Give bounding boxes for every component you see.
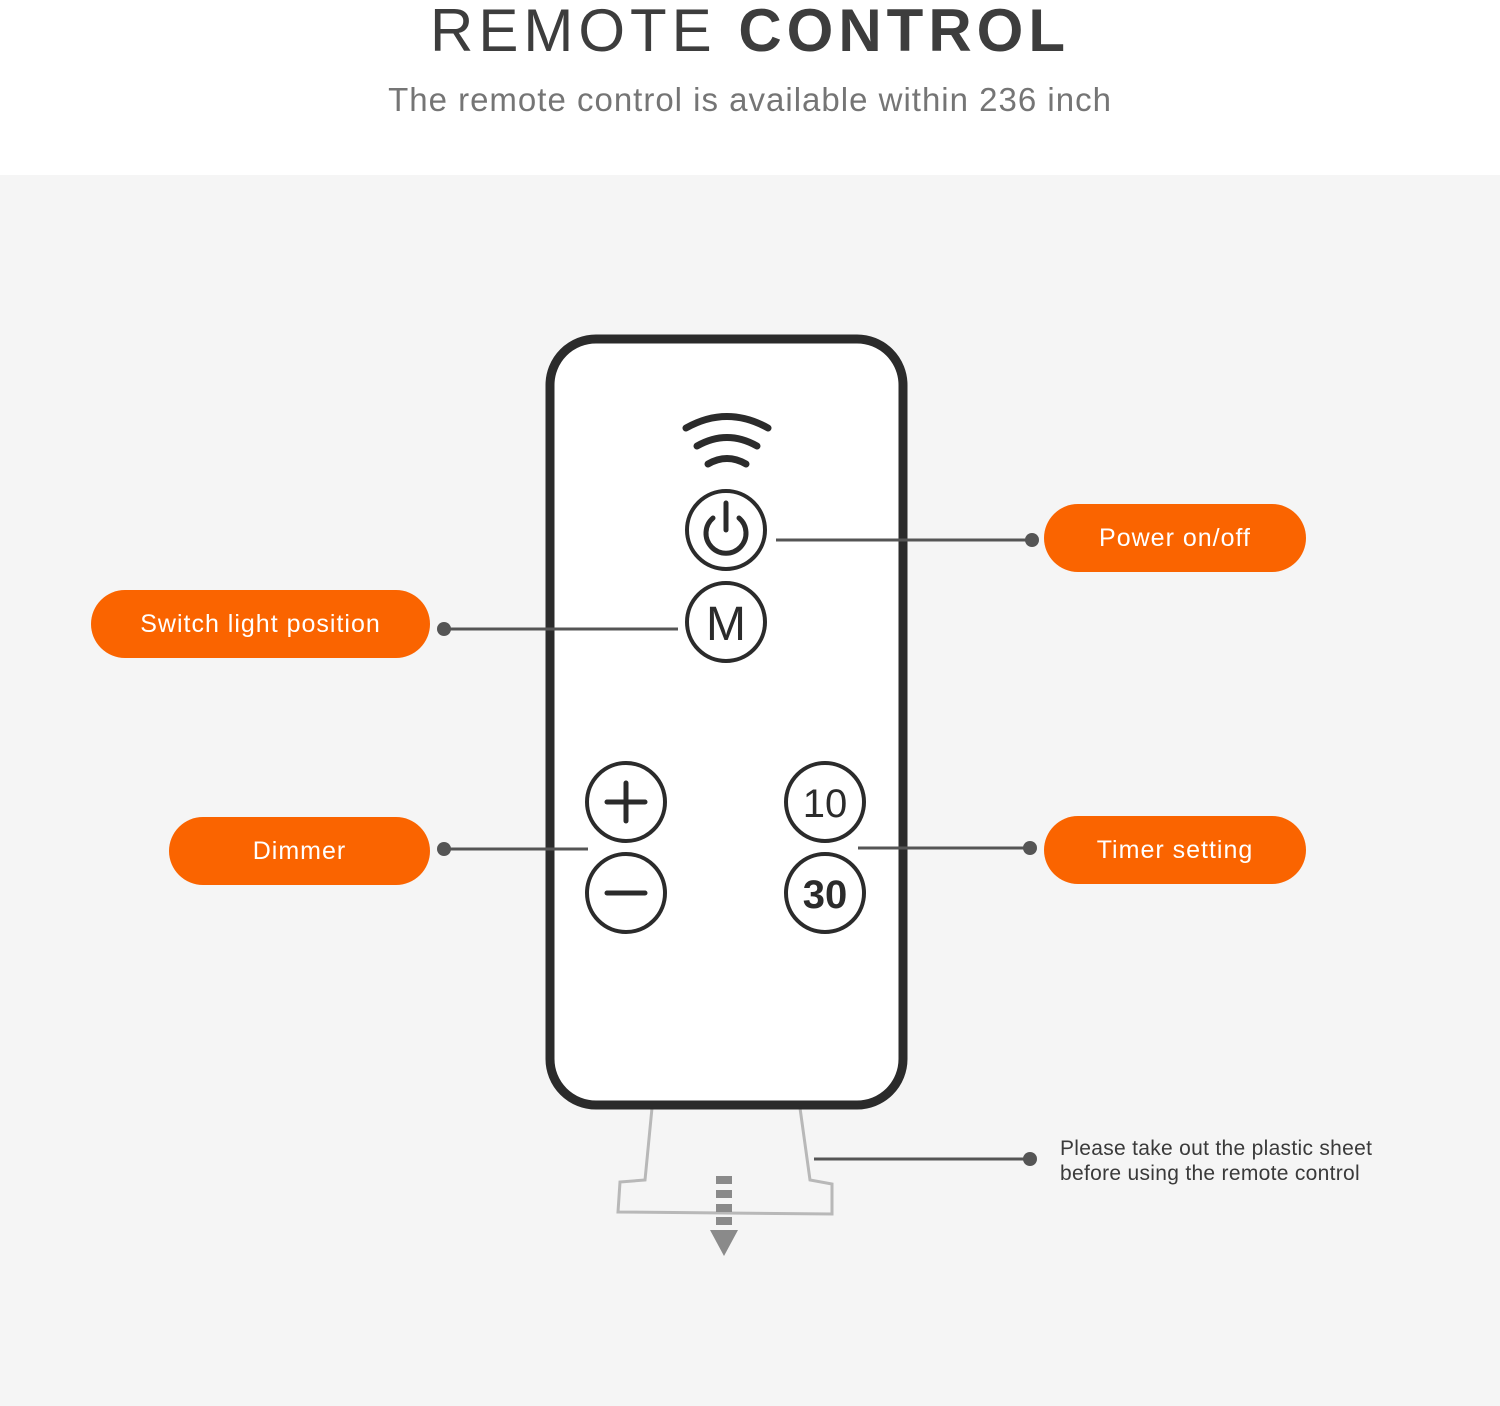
leader-timer [858,841,1037,855]
mode-button-label: M [706,598,746,651]
leader-power [776,533,1039,547]
leader-switch-light [437,622,678,636]
dimmer-plus-button[interactable] [585,761,667,843]
page-title: REMOTE CONTROL [0,0,1500,62]
down-arrow-icon [710,1176,738,1256]
timer-30-label: 30 [803,873,848,917]
dimmer-minus-button[interactable] [585,852,667,934]
plastic-sheet-note: Please take out the plastic sheet before… [1060,1136,1420,1186]
remote-body [545,334,908,1110]
timer-10-button[interactable]: 10 [784,761,866,843]
signal-icon [682,413,772,468]
title-light-word: REMOTE [430,0,717,64]
note-line-1: Please take out the plastic sheet [1060,1137,1373,1160]
leader-dimmer [437,842,588,856]
plus-icon [604,780,648,824]
page-subtitle: The remote control is available within 2… [388,81,1112,118]
callout-dimmer: Dimmer [169,817,430,885]
mode-button[interactable]: M [685,581,767,663]
note-line-2: before using the remote control [1060,1162,1360,1185]
power-icon [703,500,749,556]
timer-10-label: 10 [803,782,848,826]
power-button[interactable] [685,489,767,571]
leader-note [814,1152,1037,1166]
callout-timer: Timer setting [1044,816,1306,884]
plastic-sheet [616,1107,834,1216]
callout-switch-light: Switch light position [91,590,430,658]
title-bold-word: CONTROL [738,0,1070,64]
callout-power: Power on/off [1044,504,1306,572]
timer-30-button[interactable]: 30 [784,852,866,934]
